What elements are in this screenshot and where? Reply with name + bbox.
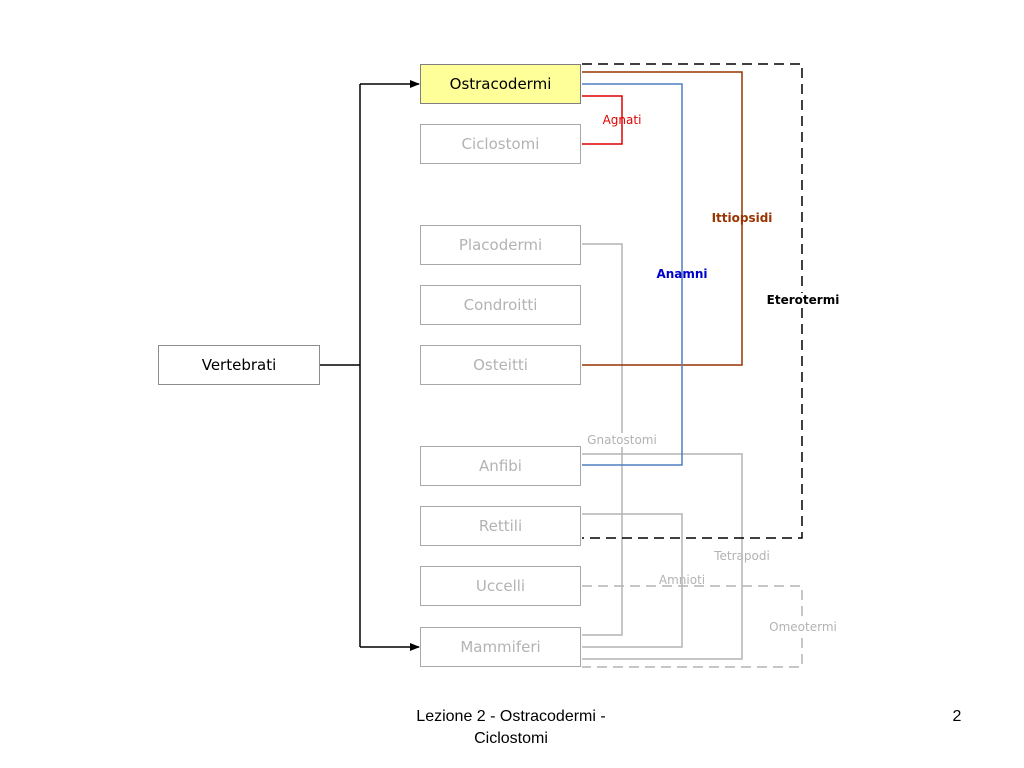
label-agnati: Agnati bbox=[602, 113, 642, 127]
label-anamni: Anamni bbox=[656, 267, 708, 281]
agnati-bracket bbox=[582, 95, 623, 145]
node-ostracodermi: Ostracodermi bbox=[420, 64, 581, 104]
anamni-bracket bbox=[582, 83, 683, 466]
label-eterotermi: Eterotermi bbox=[764, 293, 842, 307]
label-ittiopsidi: Ittiopsidi bbox=[711, 211, 773, 225]
root-node-vertebrati: Vertebrati bbox=[158, 345, 320, 385]
node-condroitti: Condroitti bbox=[420, 285, 581, 325]
ittiopsidi-bracket bbox=[582, 71, 743, 366]
slide-footer-title: Lezione 2 - Ostracodermi - Ciclostomi bbox=[380, 706, 642, 750]
node-mammiferi: Mammiferi bbox=[420, 627, 581, 667]
node-anfibi: Anfibi bbox=[420, 446, 581, 486]
label-tetrapodi: Tetrapodi bbox=[714, 549, 770, 563]
slide-page-number: 2 bbox=[952, 708, 962, 725]
node-osteitti: Osteitti bbox=[420, 345, 581, 385]
label-gnatostomi: Gnatostomi bbox=[585, 433, 659, 447]
footer-title-line1: Lezione 2 - Ostracodermi - bbox=[416, 708, 606, 725]
amnioti-bracket bbox=[582, 513, 683, 648]
node-placodermi: Placodermi bbox=[420, 225, 581, 265]
node-uccelli: Uccelli bbox=[420, 566, 581, 606]
footer-title-line2: Ciclostomi bbox=[474, 730, 548, 747]
label-omeotermi: Omeotermi bbox=[767, 620, 839, 634]
tetrapodi-bracket bbox=[582, 453, 743, 660]
node-rettili: Rettili bbox=[420, 506, 581, 546]
label-amnioti: Amnioti bbox=[658, 573, 706, 587]
node-ciclostomi: Ciclostomi bbox=[420, 124, 581, 164]
